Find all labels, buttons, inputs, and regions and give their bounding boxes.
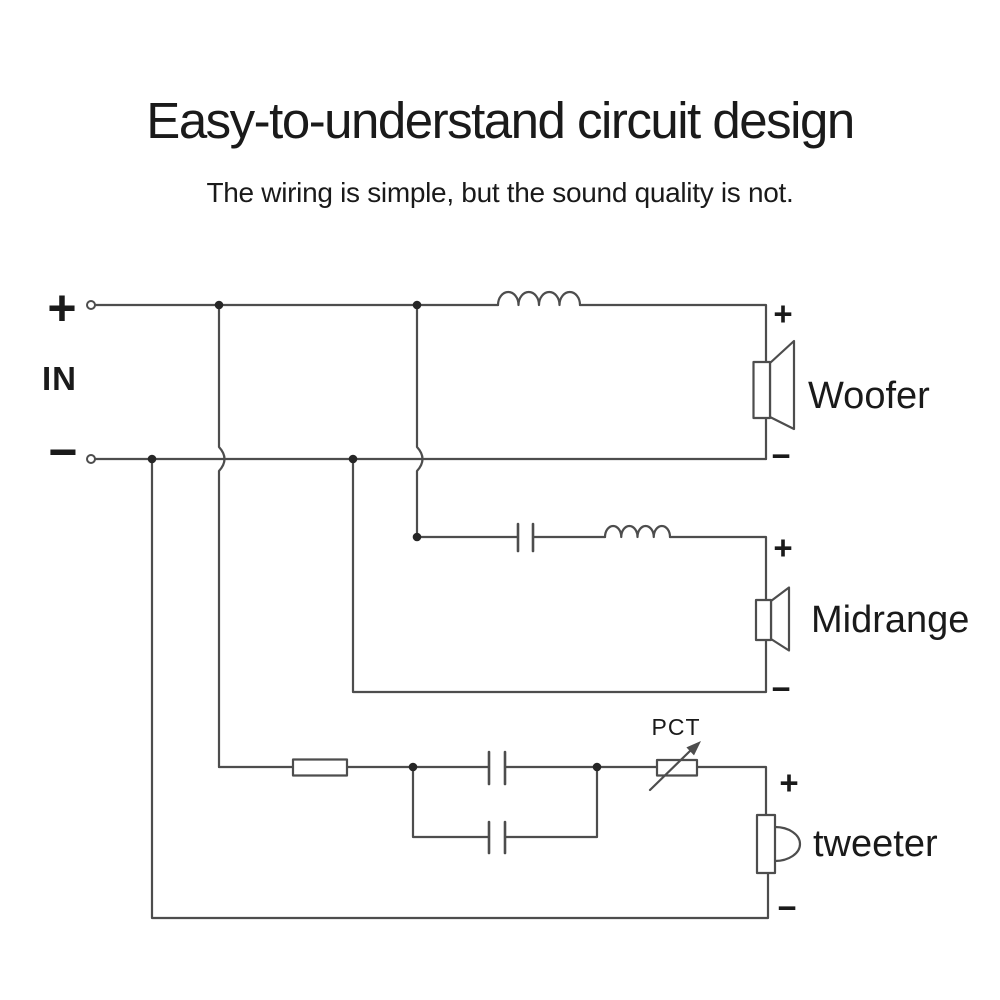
tweeter-label: tweeter xyxy=(813,823,938,865)
woofer-speaker-icon xyxy=(752,339,796,431)
wire-tweeter-parallel-branch xyxy=(411,765,599,839)
page-title: Easy-to-understand circuit design xyxy=(146,92,855,149)
wire-midrange-return xyxy=(351,457,768,694)
wire-midrange-rail xyxy=(415,535,768,602)
wire-tweeter-rail xyxy=(217,765,768,817)
input-minus-symbol: − xyxy=(48,424,78,480)
wire-branch-midrange-feed xyxy=(415,303,424,539)
tweeter-plus-symbol: + xyxy=(779,763,799,801)
junction-dots xyxy=(147,300,602,772)
midrange-label: Midrange xyxy=(811,599,970,641)
wire-branch-tweeter-feed xyxy=(217,303,226,769)
pct-label: PCT xyxy=(651,714,701,740)
midrange-minus-symbol: − xyxy=(771,669,791,707)
input-terminal-icons xyxy=(86,300,96,464)
capacitor-tweeter-bottom-icon xyxy=(487,820,507,855)
woofer-label: Woofer xyxy=(808,375,930,417)
midrange-speaker-icon xyxy=(754,586,791,652)
capacitor-tweeter-top-icon xyxy=(487,750,507,786)
woofer-plus-symbol: + xyxy=(773,294,793,332)
woofer-minus-symbol: − xyxy=(771,436,791,474)
tweeter-speaker-icon xyxy=(755,813,802,875)
inductor-woofer-icon xyxy=(496,290,582,307)
midrange-plus-symbol: + xyxy=(773,528,793,566)
input-label: IN xyxy=(42,360,77,397)
input-plus-symbol: + xyxy=(47,280,77,336)
wire-positive-rail xyxy=(93,303,768,364)
page-subtitle: The wiring is simple, but the sound qual… xyxy=(206,177,794,208)
wire-negative-rail xyxy=(93,416,768,461)
pct-variable-resistor-icon xyxy=(648,741,701,792)
inductor-midrange-icon xyxy=(603,524,672,539)
tweeter-minus-symbol: − xyxy=(777,888,797,926)
wire-ground-return xyxy=(150,457,770,920)
capacitor-midrange-icon xyxy=(516,522,535,553)
resistor-tweeter-icon xyxy=(291,758,349,777)
